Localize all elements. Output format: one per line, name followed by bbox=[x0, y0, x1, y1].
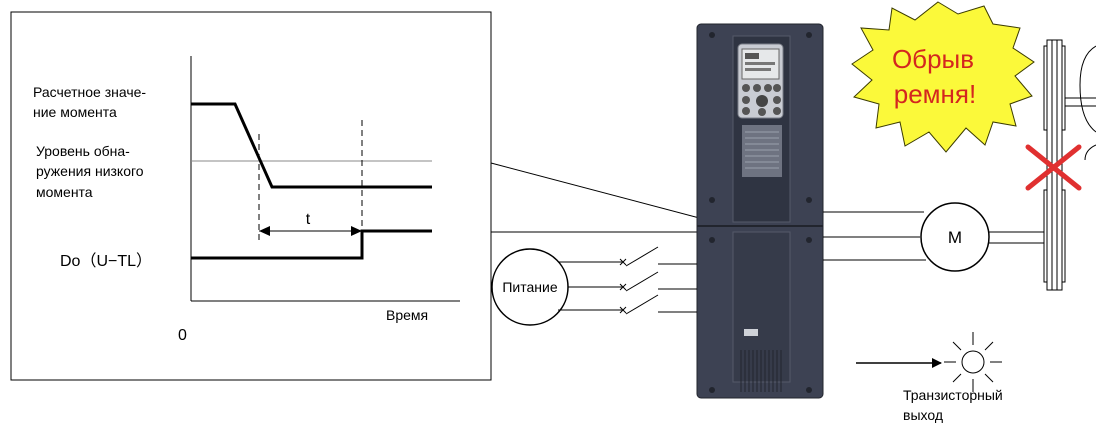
signal-label: Do（U−TL） bbox=[60, 252, 152, 270]
level-label-line1: Уровень обна- bbox=[36, 143, 130, 159]
arrow-left-icon bbox=[259, 226, 270, 236]
power-label: Питание bbox=[502, 279, 557, 295]
torque-label-line2: ние момента bbox=[33, 104, 117, 120]
graph-panel: Расчетное значе- ние момента Уровень обн… bbox=[10, 11, 492, 381]
origin-label: 0 bbox=[178, 327, 187, 344]
motor-label: M bbox=[948, 228, 962, 247]
arrow-right-icon bbox=[351, 226, 362, 236]
level-label-line2: ружения низкого bbox=[36, 163, 144, 179]
level-label-line3: момента bbox=[36, 184, 93, 200]
signal-curve bbox=[191, 229, 432, 260]
output-label-line2: выход bbox=[903, 407, 943, 423]
x-mark-icon bbox=[619, 258, 627, 314]
power-source: Питание bbox=[491, 248, 569, 326]
belt-drum bbox=[1065, 45, 1096, 161]
cross-icon bbox=[1025, 144, 1082, 191]
alert-burst: Обрыв ремня! bbox=[851, 1, 1035, 153]
vent-grille bbox=[740, 350, 782, 392]
output-label-line1: Транзисторный bbox=[903, 387, 1003, 403]
alert-text-line1: Обрыв bbox=[892, 44, 974, 74]
torque-curve bbox=[191, 102, 432, 189]
keypad-icon bbox=[737, 43, 784, 119]
motor-lines bbox=[823, 211, 926, 261]
power-lines bbox=[558, 246, 697, 315]
inverter-drive bbox=[696, 23, 824, 399]
interval-t-label: t bbox=[306, 211, 311, 228]
motor-shaft bbox=[988, 231, 1047, 244]
time-axis-label: Время bbox=[386, 307, 428, 323]
motor: M bbox=[920, 202, 990, 272]
torque-label-line1: Расчетное значе- bbox=[33, 84, 146, 100]
lamp-icon bbox=[944, 332, 1002, 392]
alert-text-line2: ремня! bbox=[894, 79, 976, 109]
warning-label bbox=[742, 125, 782, 177]
